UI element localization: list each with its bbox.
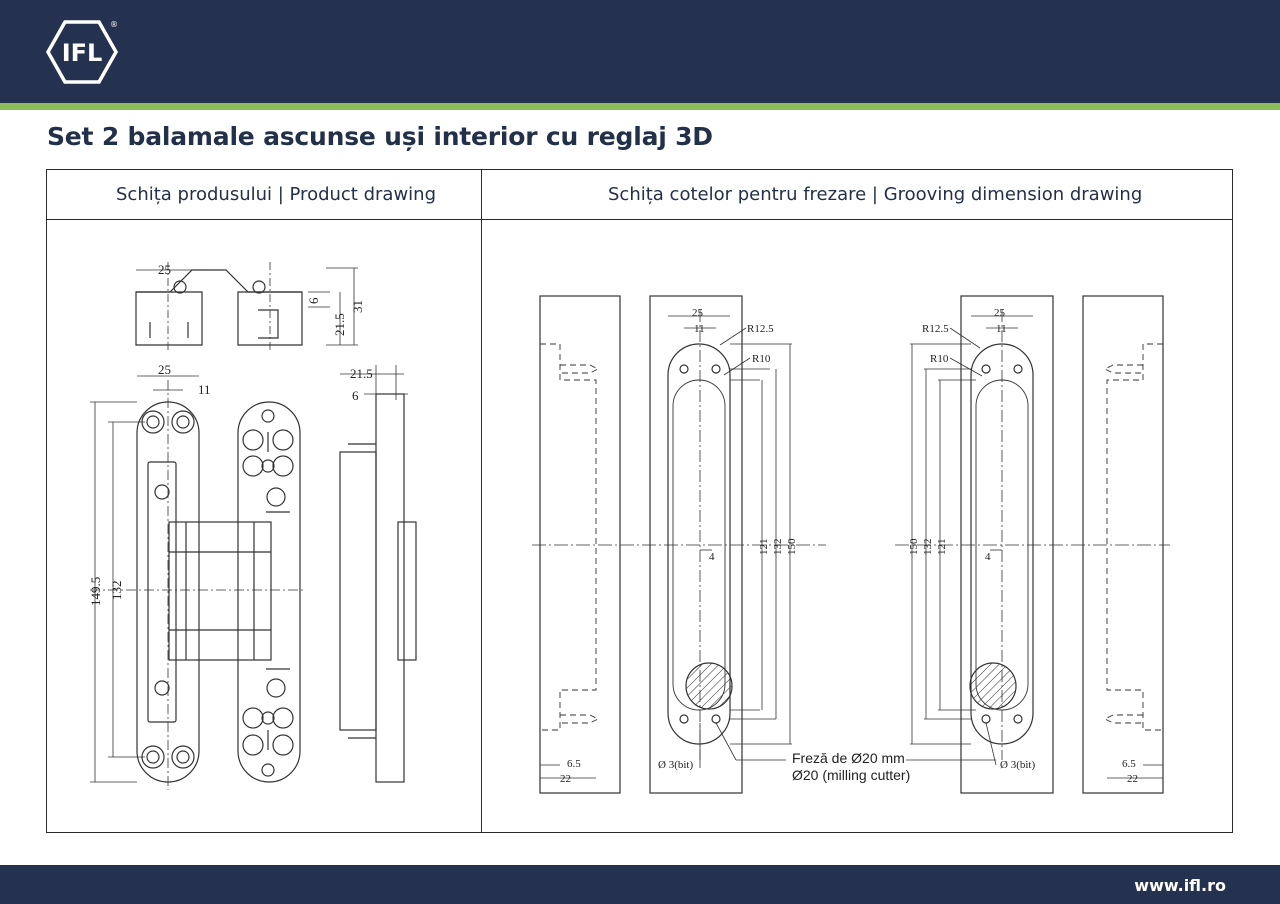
edge-65-left: 6.5	[567, 758, 581, 770]
groove-door-panels	[539, 295, 1164, 794]
groove-len-132-left: 132	[772, 539, 784, 556]
groove-inner-radius-left: R10	[752, 353, 771, 365]
logo-text: IFL	[62, 39, 103, 67]
groove-bit-right: Ø 3(bit)	[1000, 759, 1035, 771]
dim-top-offset: 6	[306, 297, 321, 304]
footer-website-link[interactable]: www.ifl.ro	[1134, 876, 1226, 895]
groove-inner-radius-right: R10	[930, 353, 949, 365]
groove-offset-left: 4	[709, 551, 715, 563]
groove-len-150-left: 150	[786, 538, 798, 555]
groove-offset-right: 4	[985, 551, 991, 563]
dim-top-height: 31	[350, 300, 365, 313]
dim-front-width: 25	[158, 362, 171, 377]
groove-slot-right	[969, 343, 1034, 745]
groove-width-right: 25	[994, 307, 1006, 319]
ifl-logo: IFL ®	[45, 20, 119, 84]
footer-bar: www.ifl.ro	[0, 865, 1280, 904]
groove-width-left: 25	[692, 307, 704, 319]
dim-hole-spacing: 11	[198, 382, 211, 397]
cutter-label-ro: Freză de Ø20 mm	[792, 750, 905, 766]
product-drawing-heading: Schița produsului | Product drawing	[116, 184, 437, 205]
groove-frame-right	[1103, 343, 1163, 731]
product-top-view	[135, 262, 358, 352]
table-column-divider	[481, 169, 482, 833]
groove-len-121-left: 121	[758, 539, 770, 556]
dim-side-offset: 6	[352, 388, 359, 403]
groove-len-150-right: 150	[908, 538, 920, 555]
groove-holespacing-right: 11	[996, 323, 1007, 335]
header-bar	[0, 0, 1280, 103]
groove-slot-left	[667, 343, 733, 745]
product-front-view-right-plate	[237, 401, 301, 783]
edge-22-right: 22	[1127, 773, 1138, 785]
table-header-divider	[46, 219, 1233, 220]
dim-top-width: 25	[158, 262, 171, 277]
groove-outer-radius-left: R12.5	[747, 323, 774, 335]
dim-hole-length: 132	[109, 581, 124, 601]
groove-outer-radius-right: R12.5	[922, 323, 949, 335]
groove-len-132-right: 132	[922, 539, 934, 556]
groove-len-121-right: 121	[936, 539, 948, 556]
groove-bit-left: Ø 3(bit)	[658, 759, 693, 771]
product-side-view	[339, 393, 417, 783]
groove-holespacing-left: 11	[694, 323, 705, 335]
product-front-view-left-plate	[136, 401, 272, 783]
dim-overall-length: 149.5	[88, 577, 103, 606]
page-title: Set 2 balamale ascunse uși interior cu r…	[47, 122, 713, 151]
dim-side-depth: 21.5	[350, 366, 373, 381]
registered-mark: ®	[110, 20, 118, 29]
dim-top-depth: 21.5	[332, 313, 347, 336]
groove-frame-left	[540, 343, 600, 731]
grooving-drawing-heading: Schița cotelor pentru frezare | Grooving…	[608, 184, 1143, 205]
cutter-label-en: Ø20 (milling cutter)	[792, 767, 910, 783]
edge-65-right: 6.5	[1122, 758, 1136, 770]
edge-22-left: 22	[560, 773, 571, 785]
drawing-table	[46, 169, 1233, 833]
header-accent-stripe	[0, 103, 1280, 110]
